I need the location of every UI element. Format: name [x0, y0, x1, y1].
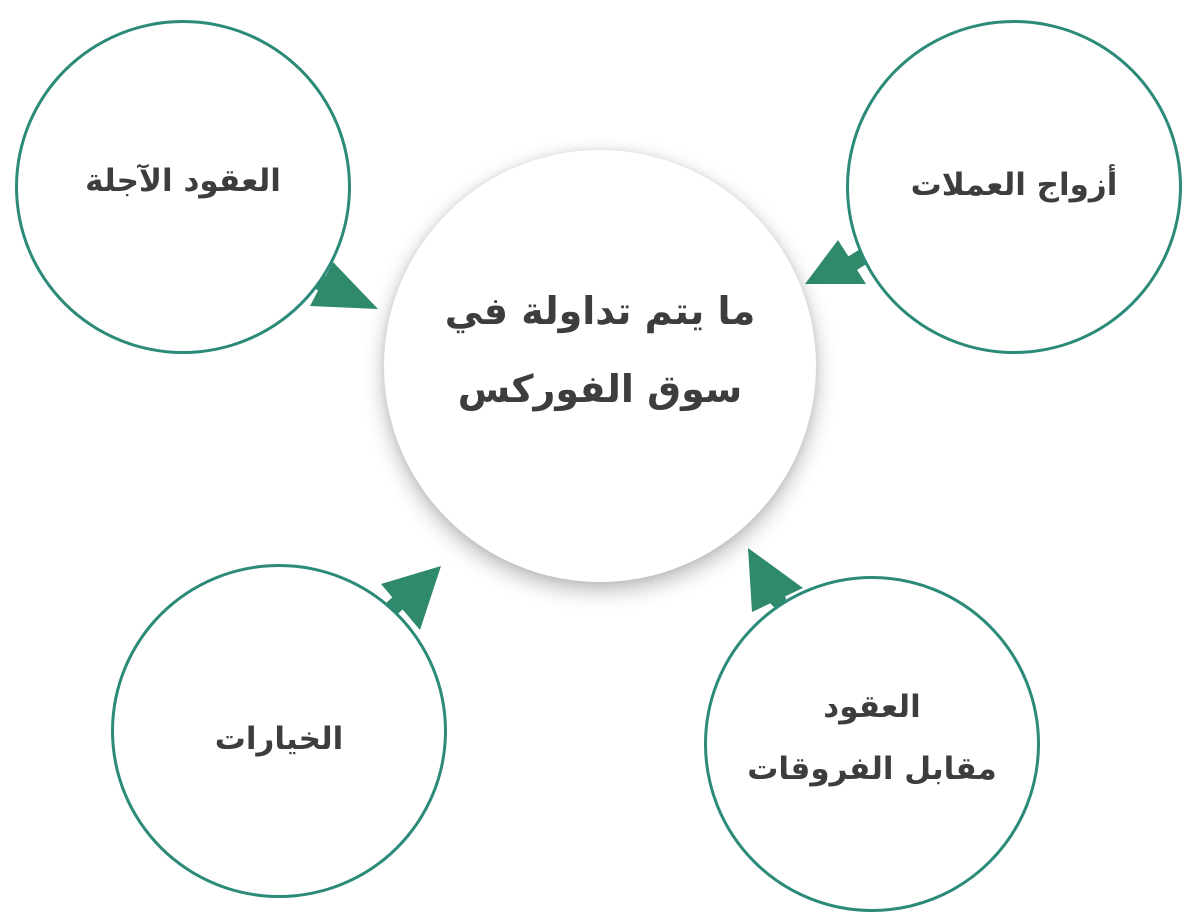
- node-forwards: العقود الآجلة: [15, 20, 351, 354]
- currency-pairs-label: أزواج العملات: [910, 167, 1118, 203]
- options-label: الخيارات: [214, 721, 344, 757]
- center-label-line2: سوق الفوركس: [457, 367, 743, 411]
- node-currency-pairs: أزواج العملات: [846, 20, 1182, 354]
- node-options: الخيارات: [111, 564, 447, 898]
- center-label-line1: ما يتم تداولة في: [444, 289, 756, 333]
- node-cfd: العقود مقابل الفروقات: [704, 576, 1040, 912]
- center-node: ما يتم تداولة في سوق الفوركس: [384, 150, 816, 582]
- cfd-label-line2: مقابل الفروقات: [747, 751, 997, 787]
- cfd-label: العقود مقابل الفروقات: [747, 676, 996, 800]
- cfd-label-line1: العقود: [823, 689, 921, 725]
- arrow-cfd-to-center: [748, 548, 803, 612]
- center-label: ما يتم تداولة في سوق الفوركس: [445, 272, 756, 428]
- forwards-label: العقود الآجلة: [85, 163, 281, 199]
